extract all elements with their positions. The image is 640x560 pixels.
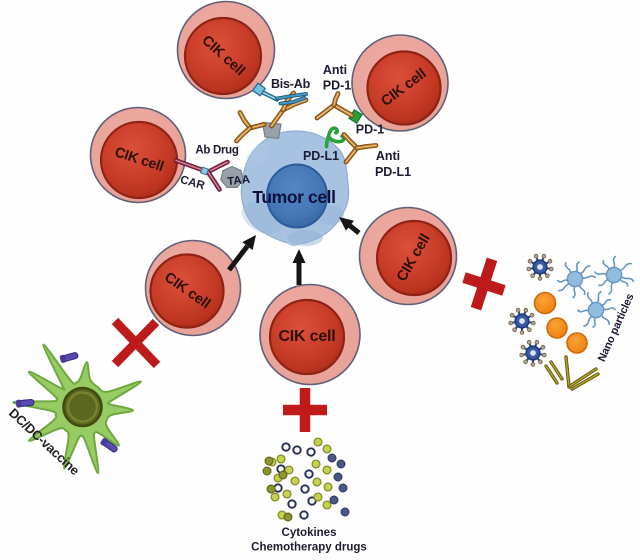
svg-text:PD-1: PD-1	[323, 79, 352, 93]
svg-text:Tumor cell: Tumor cell	[252, 187, 335, 207]
svg-text:Ab Drug: Ab Drug	[195, 145, 239, 157]
svg-text:Cytokines: Cytokines	[282, 527, 337, 539]
svg-text:Anti: Anti	[376, 149, 400, 163]
svg-text:PD-L1: PD-L1	[303, 149, 339, 163]
svg-text:PD-L1: PD-L1	[375, 165, 411, 179]
svg-text:PD-1: PD-1	[356, 123, 385, 137]
svg-text:Chemotherapy drugs: Chemotherapy drugs	[251, 542, 367, 554]
svg-text:TAA: TAA	[227, 174, 251, 188]
svg-text:Anti: Anti	[323, 63, 347, 77]
svg-text:CIK cell: CIK cell	[278, 328, 335, 345]
svg-text:Bis-Ab: Bis-Ab	[271, 77, 311, 91]
